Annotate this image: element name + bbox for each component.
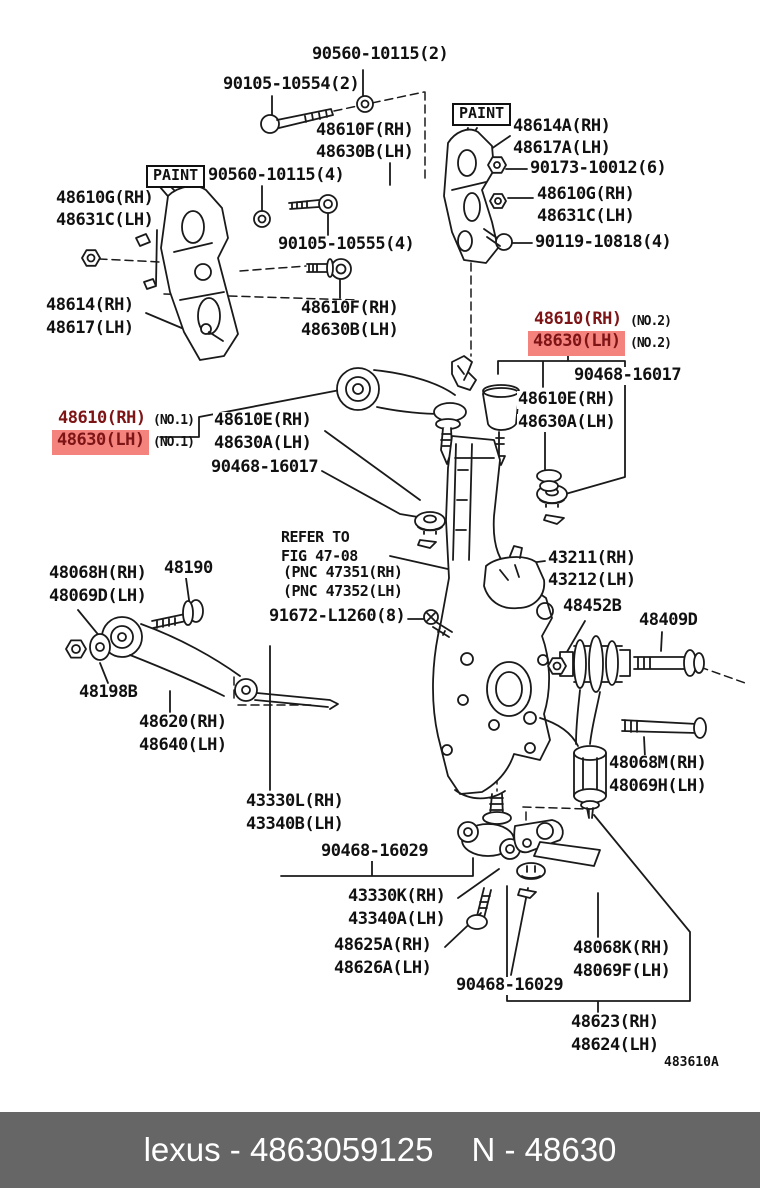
lbl-diagram-code: 483610A: [663, 1055, 720, 1070]
lbl-90173-10012-6: 90173-10012(6): [529, 158, 668, 178]
footer-bar: lexus - 4863059125 N - 48630: [0, 1112, 760, 1188]
lbl-48068m-rh: 48068M(RH): [608, 753, 708, 773]
lbl-48610e-rh-right: 48610E(RH): [517, 389, 617, 409]
lbl-paint-right: PAINT: [452, 103, 512, 126]
lbl-48198b: 48198B: [78, 682, 139, 702]
lbl-91672-l1260-8: 91672-L1260(8): [268, 606, 407, 626]
lbl-48610g-rh-left: 48610G(RH): [55, 188, 155, 208]
lbl-43340b-lh: 43340B(LH): [245, 814, 345, 834]
lbl-48610e-rh-left: 48610E(RH): [213, 410, 313, 430]
lbl-no1-lh: (NO.1): [153, 435, 195, 450]
lbl-48068k-rh: 48068K(RH): [572, 938, 672, 958]
lbl-90560-10115-2: 90560-10115(2): [311, 44, 450, 64]
lbl-48452b: 48452B: [562, 596, 623, 616]
lbl-48625a-rh: 48625A(RH): [333, 935, 433, 955]
lbl-48069d-lh: 48069D(LH): [48, 586, 148, 606]
lbl-48620-rh: 48620(RH): [138, 712, 228, 732]
lbl-48614-rh: 48614(RH): [45, 295, 135, 315]
lbl-48630-lh-no1: 48630(LH): [52, 430, 149, 455]
lbl-48631c-lh-right: 48631C(LH): [536, 206, 636, 226]
lbl-48610g-rh-right: 48610G(RH): [536, 184, 636, 204]
lbl-48617-lh: 48617(LH): [45, 318, 135, 338]
lbl-90105-10555-4: 90105-10555(4): [277, 234, 416, 254]
lbl-90468-16029-bottom: 90468-16029: [455, 975, 565, 995]
footer-part-number: N - 48630: [471, 1131, 617, 1168]
lbl-48631c-lh-left: 48631C(LH): [55, 210, 155, 230]
lbl-90468-16017-right: 90468-16017: [573, 365, 683, 385]
lbl-48610-rh-no1: 48610(RH): [57, 408, 147, 428]
lbl-48630-lh-no2: 48630(LH): [528, 331, 625, 356]
lbl-43211-rh: 43211(RH): [547, 548, 637, 568]
lbl-refer-to: REFER TO: [280, 528, 351, 546]
lbl-48624-lh: 48624(LH): [570, 1035, 660, 1055]
lbl-pnc-47351: (PNC 47351(RH): [282, 563, 404, 581]
lbl-no1-rh: (NO.1): [153, 413, 195, 428]
lbl-48610f-rh-mid: 48610F(RH): [300, 298, 400, 318]
lbl-43330l-rh: 43330L(RH): [245, 791, 345, 811]
lbl-90119-10818-4: 90119-10818(4): [534, 232, 673, 252]
lbl-43330k-rh: 43330K(RH): [347, 886, 447, 906]
lbl-43212-lh: 43212(LH): [547, 570, 637, 590]
lbl-90468-16029-top: 90468-16029: [320, 841, 430, 861]
lbl-48630b-lh-top: 48630B(LH): [315, 142, 415, 162]
lbl-no2-lh: (NO.2): [630, 336, 672, 351]
lbl-48069h-lh: 48069H(LH): [608, 776, 708, 796]
lbl-48610-rh-no2: 48610(RH): [533, 309, 623, 329]
lbl-43340a-lh: 43340A(LH): [347, 909, 447, 929]
lbl-no2-rh: (NO.2): [630, 314, 672, 329]
lbl-48630a-lh-left: 48630A(LH): [213, 433, 313, 453]
lbl-90468-16017-left: 90468-16017: [210, 457, 320, 477]
lbl-48617a-lh: 48617A(LH): [512, 138, 612, 158]
lbl-48190: 48190: [163, 558, 214, 578]
lbl-48630a-lh-right: 48630A(LH): [517, 412, 617, 432]
lbl-48630b-lh-mid: 48630B(LH): [300, 320, 400, 340]
lbl-90560-10115-4: 90560-10115(4): [207, 165, 346, 185]
lbl-pnc-47352: (PNC 47352(LH): [282, 582, 404, 600]
lbl-paint-left: PAINT: [146, 165, 206, 188]
lbl-48409d: 48409D: [638, 610, 699, 630]
lbl-48610f-rh-top: 48610F(RH): [315, 120, 415, 140]
lbl-48640-lh: 48640(LH): [138, 735, 228, 755]
lbl-48626a-lh: 48626A(LH): [333, 958, 433, 978]
lbl-90105-10554-2: 90105-10554(2): [222, 74, 361, 94]
lbl-48614a-rh: 48614A(RH): [512, 116, 612, 136]
lbl-fig-47-08: FIG 47-08: [280, 547, 359, 565]
lbl-48069f-lh: 48069F(LH): [572, 961, 672, 981]
footer-brand-code: lexus - 4863059125: [143, 1131, 434, 1168]
lbl-48068h-rh: 48068H(RH): [48, 563, 148, 583]
lbl-48623-rh: 48623(RH): [570, 1012, 660, 1032]
